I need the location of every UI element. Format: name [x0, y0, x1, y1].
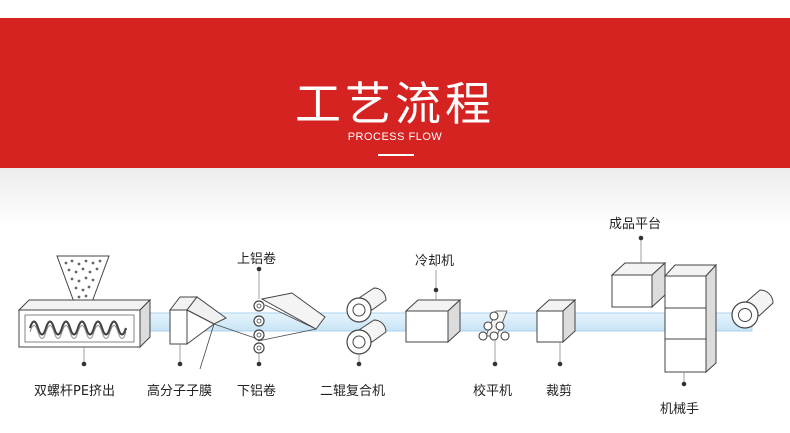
two-roller-machine	[346, 287, 387, 355]
label-al-top: 上铝卷	[237, 252, 277, 267]
title-underline	[378, 154, 414, 156]
leader-dots	[81, 235, 687, 387]
label-leveling: 校平机	[473, 384, 513, 399]
leveling-rollers	[478, 310, 510, 341]
hopper-icon	[56, 255, 110, 303]
label-al-bottom: 下铝卷	[237, 384, 277, 399]
aluminum-coil-feed	[253, 292, 326, 354]
leader-lines	[83, 238, 685, 384]
film-die-machine	[168, 296, 256, 370]
label-film: 高分子子膜	[147, 384, 213, 399]
page-subtitle: PROCESS FLOW	[347, 131, 443, 143]
cutting-machine	[535, 298, 577, 344]
output-coil	[731, 289, 774, 329]
label-platform: 成品平台	[609, 217, 662, 232]
title-banner: 工艺流程 PROCESS FLOW	[0, 18, 790, 168]
label-rollers: 二辊复合机	[320, 384, 386, 399]
cooling-machine	[404, 298, 462, 344]
screw-icon	[28, 320, 128, 336]
page-title: 工艺流程	[295, 77, 495, 131]
label-extruder: 双螺杆PE挤出	[34, 384, 116, 399]
robot-arm-machine	[663, 263, 718, 374]
label-robot: 机械手	[660, 402, 700, 417]
finished-platform	[610, 261, 667, 309]
label-cooling: 冷却机	[415, 254, 455, 269]
label-cutting: 裁剪	[546, 384, 573, 399]
extruder-machine	[17, 298, 152, 349]
